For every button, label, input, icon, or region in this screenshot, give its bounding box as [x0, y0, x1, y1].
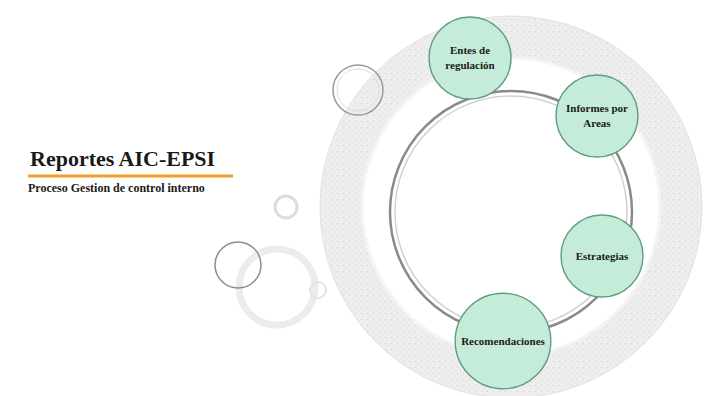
circle-label: Estrategias	[560, 249, 644, 264]
topic-circle: Recomendaciones	[454, 292, 552, 390]
deco-circle	[333, 65, 383, 115]
ring-edge	[320, 16, 702, 396]
deco-circle	[215, 242, 261, 288]
circle-label: Informes por Areas	[555, 101, 639, 131]
subtitle: Proceso Gestion de control interno	[28, 181, 205, 196]
circle-label: Recomendaciones	[454, 334, 552, 349]
circle-outline	[555, 74, 639, 158]
deco-circle	[310, 282, 326, 298]
title: Reportes AIC-EPSI	[30, 146, 215, 172]
deco-circle	[239, 249, 315, 325]
deco-circle	[337, 69, 379, 111]
deco-circle	[275, 196, 297, 218]
topic-circle: Entes de regulación	[428, 16, 512, 100]
circle-outline	[428, 16, 512, 100]
topic-circle: Informes por Areas	[555, 74, 639, 158]
circle-label: Entes de regulación	[428, 43, 512, 73]
title-underline	[28, 175, 233, 178]
topic-circle: Estrategias	[560, 214, 644, 298]
